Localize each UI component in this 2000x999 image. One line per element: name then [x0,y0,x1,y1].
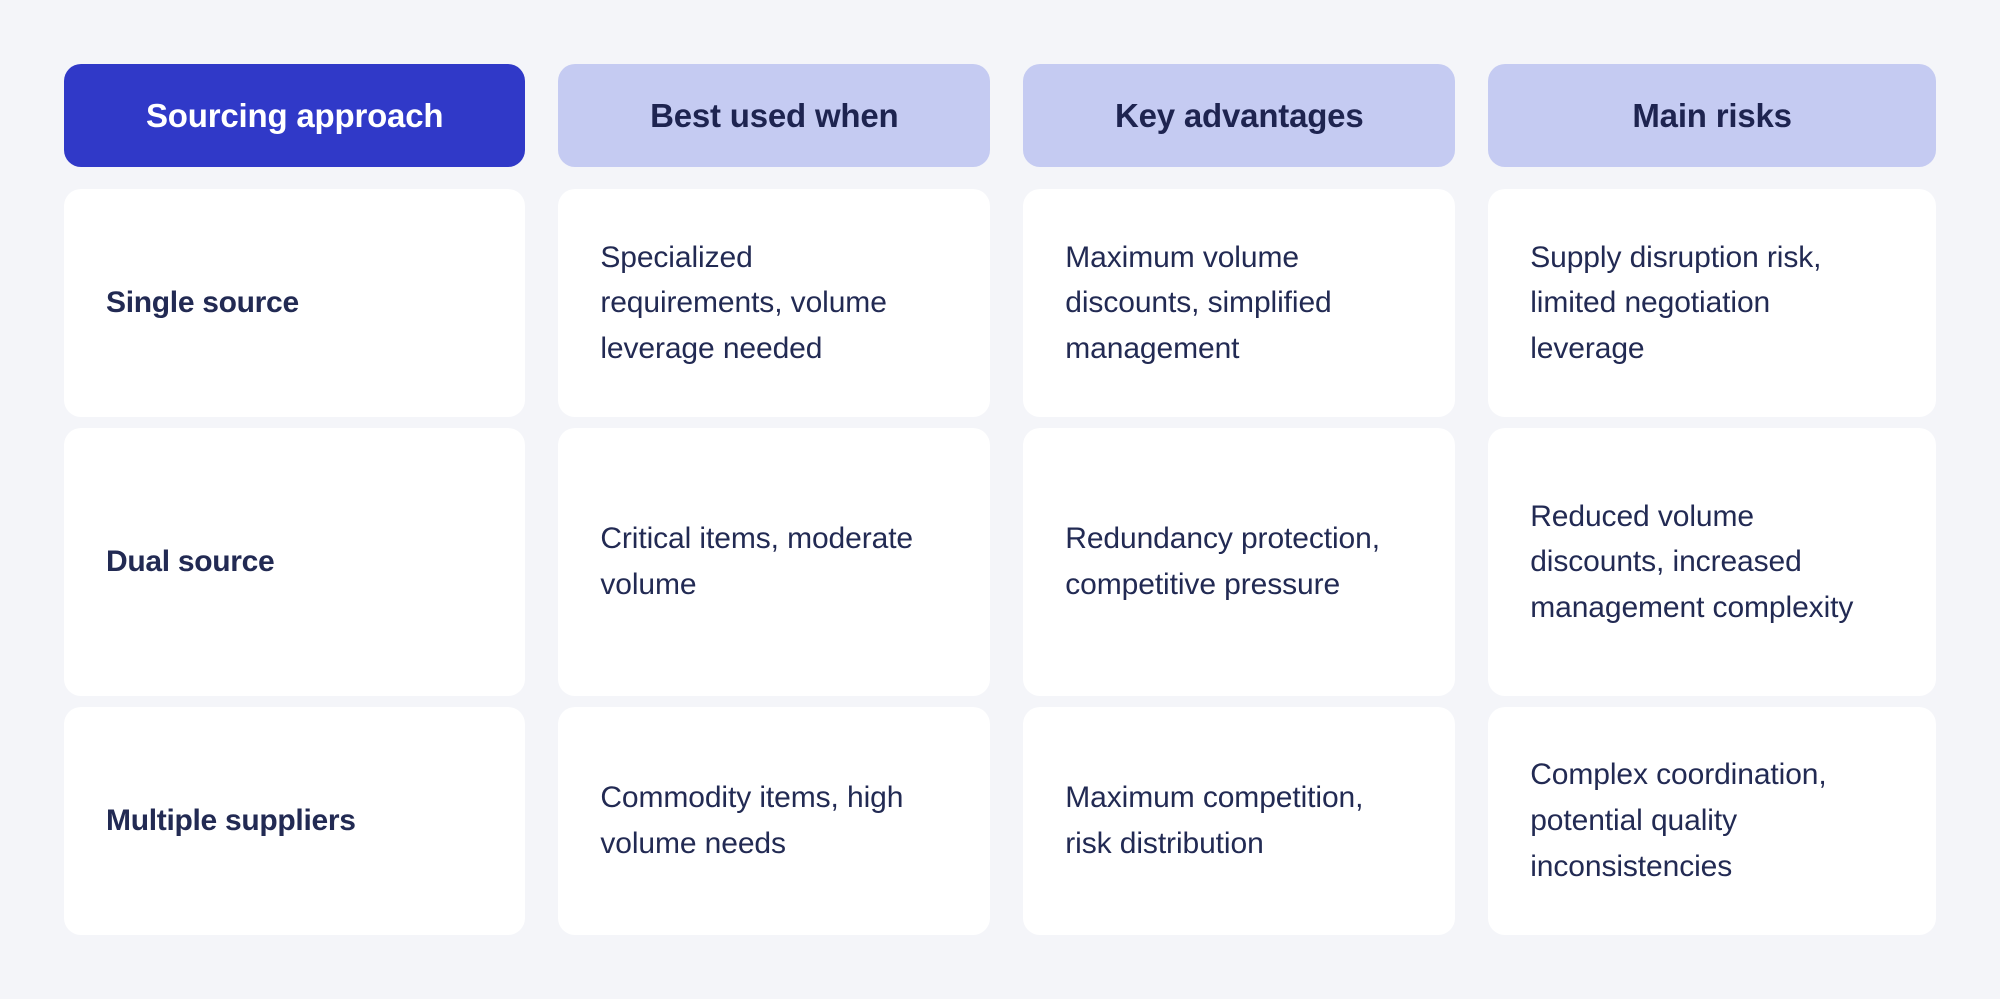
cell-text: Redundancy protection, competitive press… [1065,522,1380,601]
table-row: Dual source Critical items, moderate vol… [64,428,1936,696]
table-body: Single source Specialized requirements, … [64,189,1936,936]
cell-main-risks: Reduced volume discounts, increased mana… [1488,428,1936,696]
column-header-label: Key advantages [1115,96,1364,134]
cell-main-risks: Complex coordination, potential quality … [1488,706,1936,936]
row-label-text: Dual source [106,545,275,579]
column-header-label: Main risks [1632,96,1792,134]
column-header-main-risks: Main risks [1488,64,1936,167]
cell-text: Maximum competition, risk distribution [1065,781,1364,860]
column-header-label: Best used when [650,96,899,134]
cell-text: Reduced volume discounts, increased mana… [1530,499,1854,624]
row-label-text: Single source [106,286,299,320]
cell-text: Maximum volume discounts, simplified man… [1065,240,1332,365]
cell-text: Critical items, moderate volume [600,522,914,601]
cell-text: Supply disruption risk, limited negotiat… [1530,240,1822,365]
row-label-cell: Dual source [64,428,526,696]
column-header-label: Sourcing approach [146,96,444,134]
column-header-key-advantages: Key advantages [1023,64,1456,167]
row-label-cell: Single source [64,189,526,418]
row-label-text: Multiple suppliers [106,804,356,837]
cell-best-used-when: Critical items, moderate volume [558,428,991,696]
cell-key-advantages: Maximum competition, risk distribution [1023,706,1456,936]
table-row: Multiple suppliers Commodity items, high… [64,706,1936,936]
cell-key-advantages: Maximum volume discounts, simplified man… [1023,189,1456,418]
cell-key-advantages: Redundancy protection, competitive press… [1023,428,1456,696]
row-label-cell: Multiple suppliers [64,706,526,936]
cell-text: Commodity items, high volume needs [600,781,904,860]
cell-best-used-when: Specialized requirements, volume leverag… [558,189,991,418]
column-header-best-used-when: Best used when [558,64,991,167]
table-row: Single source Specialized requirements, … [64,189,1936,418]
table-header-row: Sourcing approach Best used when Key adv… [64,64,1936,167]
cell-text: Complex coordination, potential quality … [1530,758,1827,883]
cell-main-risks: Supply disruption risk, limited negotiat… [1488,189,1936,418]
cell-text: Specialized requirements, volume leverag… [600,240,887,365]
column-header-sourcing-approach: Sourcing approach [64,64,526,167]
cell-best-used-when: Commodity items, high volume needs [558,706,991,936]
